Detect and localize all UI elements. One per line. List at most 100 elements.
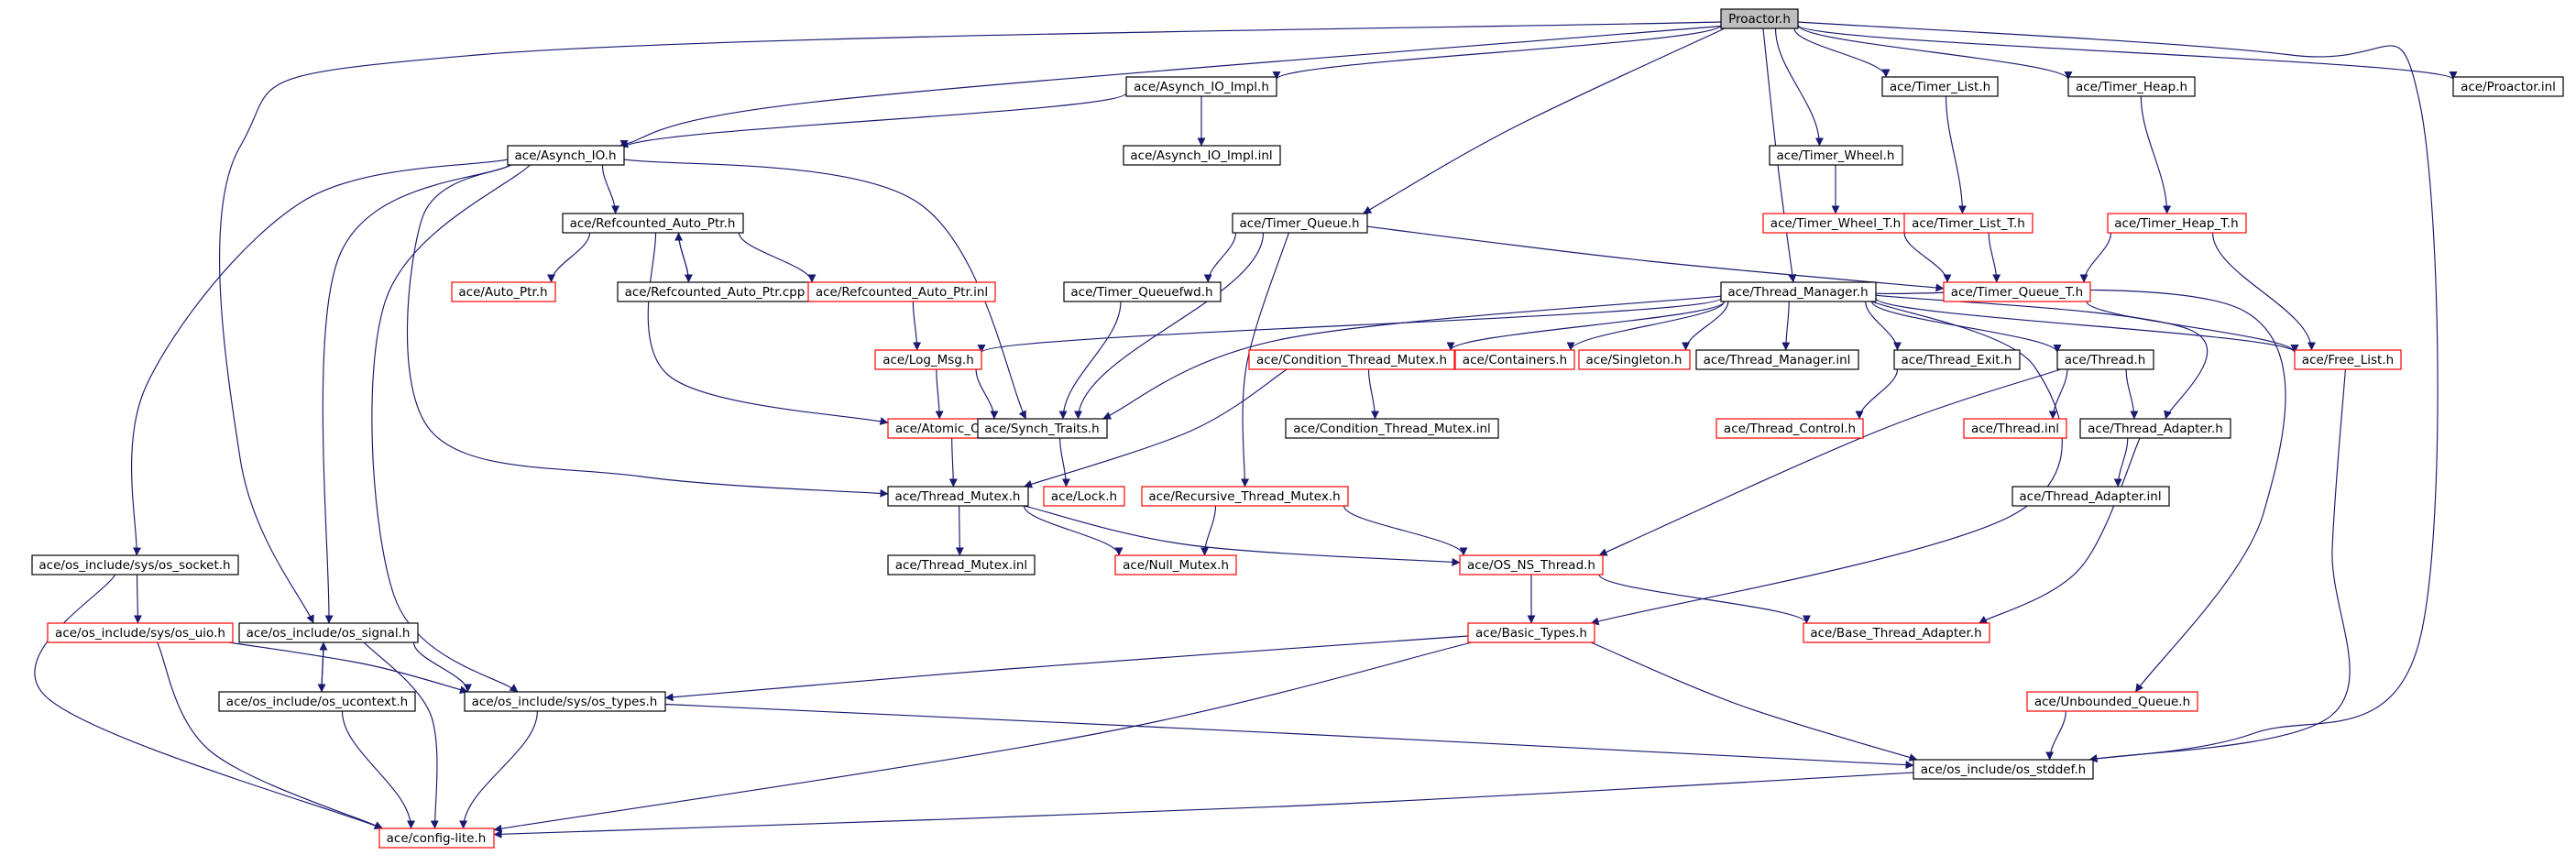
file-node-os-ucontext-h[interactable]: ace/os_include/os_ucontext.h xyxy=(218,691,416,712)
edge-asynch-io-h-to-os-types-h xyxy=(371,164,531,693)
file-node-label: ace/Singleton.h xyxy=(1585,353,1682,367)
file-node-asynch-io-h[interactable]: ace/Asynch_IO.h xyxy=(507,145,625,166)
file-node-singleton-h[interactable]: ace/Singleton.h xyxy=(1578,349,1691,370)
file-node-label: ace/Condition_Thread_Mutex.h xyxy=(1256,353,1447,367)
edge-refcounted-auto-ptr-inl-to-log-msg-h xyxy=(912,301,922,351)
file-node-thread-control-h[interactable]: ace/Thread_Control.h xyxy=(1716,418,1864,439)
file-node-thread-adapter-h[interactable]: ace/Thread_Adapter.h xyxy=(2079,418,2231,439)
file-node-refcounted-auto-ptr-cpp[interactable]: ace/Refcounted_Auto_Ptr.cpp xyxy=(617,281,814,302)
file-node-condition-thread-mutex-h[interactable]: ace/Condition_Thread_Mutex.h xyxy=(1248,349,1455,370)
file-node-box xyxy=(2026,691,2198,712)
file-node-timer-wheel-h[interactable]: ace/Timer_Wheel.h xyxy=(1769,145,1903,166)
file-node-thread-exit-h[interactable]: ace/Thread_Exit.h xyxy=(1893,349,2021,370)
file-node-lock-h[interactable]: ace/Lock.h xyxy=(1043,486,1125,507)
file-node-recursive-thread-mutex-h[interactable]: ace/Recursive_Thread_Mutex.h xyxy=(1141,486,1349,507)
file-node-thread-inl[interactable]: ace/Thread.inl xyxy=(1963,418,2067,439)
edge-timer-queue-t-h-to-free-list-h xyxy=(2086,301,2299,354)
file-node-timer-queue-t-h[interactable]: ace/Timer_Queue_T.h xyxy=(1943,281,2091,302)
file-node-thread-mutex-h[interactable]: ace/Thread_Mutex.h xyxy=(887,486,1029,507)
file-node-box xyxy=(451,281,556,302)
file-node-box xyxy=(2294,349,2402,370)
edge-os-socket-h-to-os-uio-h xyxy=(133,574,142,624)
edge-timer-queue-h-to-synch-traits-h xyxy=(1074,232,1265,420)
file-node-unbounded-queue-h[interactable]: ace/Unbounded_Queue.h xyxy=(2026,691,2198,712)
file-node-timer-list-t-h[interactable]: ace/Timer_List_T.h xyxy=(1903,213,2033,234)
file-node-box xyxy=(2107,213,2247,234)
file-node-refcounted-auto-ptr-h[interactable]: ace/Refcounted_Auto_Ptr.h xyxy=(562,213,744,234)
file-node-os-ns-thread-h[interactable]: ace/OS_NS_Thread.h xyxy=(1459,554,1604,575)
file-node-label: ace/Timer_Heap.h xyxy=(2076,80,2187,94)
edge-os-uio-h-to-config-lite-h xyxy=(157,641,383,829)
file-node-box xyxy=(1695,349,1859,370)
edge-proactor-h-to-os-signal-h xyxy=(219,21,1722,624)
edge-os-uio-h-to-os-types-h xyxy=(228,641,468,695)
edge-thread-h-to-thread-inl xyxy=(2048,368,2068,420)
file-node-box xyxy=(977,418,1108,439)
edge-timer-heap-t-h-to-timer-queue-t-h xyxy=(2079,232,2112,283)
file-node-timer-heap-h[interactable]: ace/Timer_Heap.h xyxy=(2067,76,2196,97)
file-node-thread-manager-inl[interactable]: ace/Thread_Manager.inl xyxy=(1695,349,1859,370)
file-node-label: ace/os_include/os_signal.h xyxy=(247,626,411,641)
file-node-thread-mutex-inl[interactable]: ace/Thread_Mutex.inl xyxy=(887,554,1036,575)
file-node-log-msg-h[interactable]: ace/Log_Msg.h xyxy=(874,349,982,370)
edge-unbounded-queue-h-to-os-stddef-h xyxy=(2045,710,2066,761)
file-node-label: ace/Thread_Manager.h xyxy=(1727,285,1868,300)
file-node-asynch-io-impl-h[interactable]: ace/Asynch_IO_Impl.h xyxy=(1125,76,1277,97)
file-node-thread-h[interactable]: ace/Thread.h xyxy=(2056,349,2154,370)
edge-proactor-h-to-timer-wheel-h xyxy=(1774,27,1824,147)
file-node-label: ace/os_include/sys/os_uio.h xyxy=(55,626,225,641)
file-node-os-signal-h[interactable]: ace/os_include/os_signal.h xyxy=(238,622,419,643)
file-node-label: ace/Containers.h xyxy=(1463,353,1567,367)
file-node-box xyxy=(1459,554,1604,575)
edge-os-signal-h-to-config-lite-h xyxy=(363,641,439,829)
file-node-os-types-h[interactable]: ace/os_include/sys/os_types.h xyxy=(464,691,666,712)
file-node-timer-list-h[interactable]: ace/Timer_List.h xyxy=(1881,76,1999,97)
file-node-free-list-h[interactable]: ace/Free_List.h xyxy=(2294,349,2402,370)
file-node-timer-heap-t-h[interactable]: ace/Timer_Heap_T.h xyxy=(2107,213,2247,234)
file-node-null-mutex-h[interactable]: ace/Null_Mutex.h xyxy=(1114,554,1237,575)
file-node-box xyxy=(562,213,744,234)
file-node-synch-traits-h[interactable]: ace/Synch_Traits.h xyxy=(977,418,1108,439)
file-node-label: ace/Timer_List_T.h xyxy=(1912,216,2025,231)
file-node-timer-queue-h[interactable]: ace/Timer_Queue.h xyxy=(1232,213,1368,234)
file-node-condition-thread-mutex-inl[interactable]: ace/Condition_Thread_Mutex.inl xyxy=(1285,418,1499,439)
file-node-containers-h[interactable]: ace/Containers.h xyxy=(1454,349,1575,370)
file-node-box xyxy=(887,554,1036,575)
file-node-refcounted-auto-ptr-inl[interactable]: ace/Refcounted_Auto_Ptr.inl xyxy=(807,281,996,302)
file-node-asynch-io-impl-inl[interactable]: ace/Asynch_IO_Impl.inl xyxy=(1123,145,1281,166)
edge-refcounted-auto-ptr-h-to-auto-ptr-h xyxy=(547,232,591,283)
edge-proactor-h-to-asynch-io-impl-h xyxy=(1272,24,1722,81)
file-node-label: ace/Synch_Traits.h xyxy=(984,422,1099,436)
file-node-proactor-h[interactable]: Proactor.h xyxy=(1720,8,1799,29)
file-node-os-stddef-h[interactable]: ace/os_include/os_stddef.h xyxy=(1913,759,2094,780)
file-node-box xyxy=(1123,145,1281,166)
file-node-label: ace/os_include/os_stddef.h xyxy=(1921,762,2086,777)
file-node-box xyxy=(1720,8,1799,29)
file-node-label: ace/Unbounded_Queue.h xyxy=(2034,695,2190,709)
edge-thread-manager-h-to-thread-exit-h xyxy=(1865,301,1902,351)
file-node-box xyxy=(1720,281,1877,302)
file-node-timer-queuefwd-h[interactable]: ace/Timer_Queuefwd.h xyxy=(1063,281,1222,302)
file-node-thread-adapter-inl[interactable]: ace/Thread_Adapter.inl xyxy=(2011,486,2170,507)
edge-thread-mutex-h-to-os-ns-thread-h xyxy=(1024,505,1461,566)
edge-thread-manager-h-to-basic-types-h xyxy=(1590,301,2063,626)
file-node-auto-ptr-h[interactable]: ace/Auto_Ptr.h xyxy=(451,281,556,302)
edge-thread-adapter-h-to-base-thread-adapter-h xyxy=(1979,437,2141,624)
edge-os-ns-thread-h-to-base-thread-adapter-h xyxy=(1598,574,1811,624)
file-node-os-socket-h[interactable]: ace/os_include/sys/os_socket.h xyxy=(31,554,239,575)
file-node-timer-wheel-t-h[interactable]: ace/Timer_Wheel_T.h xyxy=(1762,213,1909,234)
file-node-proactor-inl[interactable]: ace/Proactor.inl xyxy=(2452,76,2564,97)
file-node-box xyxy=(1063,281,1222,302)
file-node-label: ace/Basic_Types.h xyxy=(1475,626,1587,641)
file-node-config-lite-h[interactable]: ace/config-lite.h xyxy=(378,828,495,849)
file-node-box xyxy=(1114,554,1237,575)
edge-condition-thread-mutex-h-to-condition-thread-mutex-inl xyxy=(1367,368,1380,420)
file-node-os-uio-h[interactable]: ace/os_include/sys/os_uio.h xyxy=(47,622,234,643)
file-node-basic-types-h[interactable]: ace/Basic_Types.h xyxy=(1467,622,1595,643)
file-node-base-thread-adapter-h[interactable]: ace/Base_Thread_Adapter.h xyxy=(1803,622,1990,643)
file-node-box xyxy=(874,349,982,370)
edge-refcounted-auto-ptr-h-to-atomic-op-h xyxy=(647,232,889,425)
file-node-thread-manager-h[interactable]: ace/Thread_Manager.h xyxy=(1720,281,1877,302)
edge-thread-manager-h-to-thread-manager-inl xyxy=(1781,301,1791,351)
edge-asynch-io-h-to-refcounted-auto-ptr-h xyxy=(601,164,620,214)
